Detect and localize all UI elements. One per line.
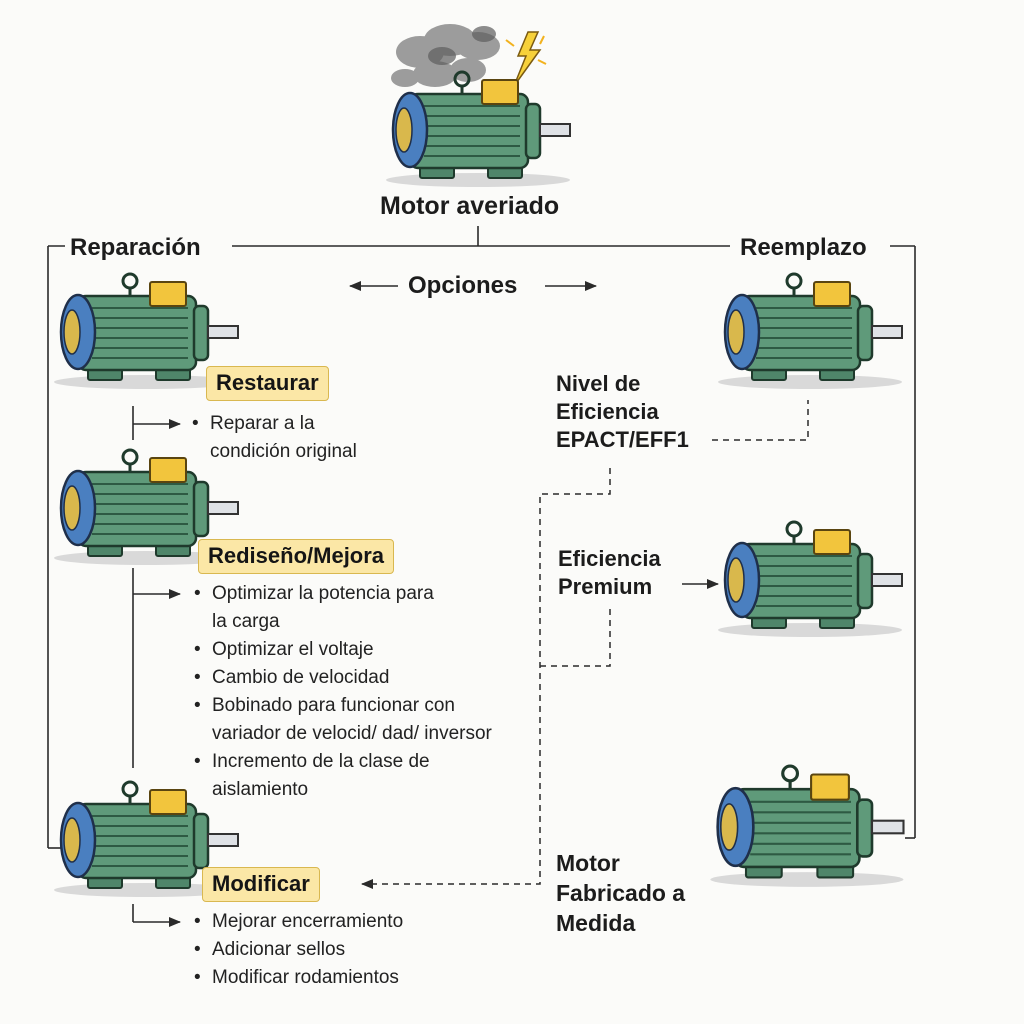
restore-bullets: Reparar a la condición original	[186, 410, 396, 466]
list-item: Adicionar sellos	[188, 936, 488, 964]
list-item: Modificar rodamientos	[188, 964, 488, 992]
custom-motor-label: Motor Fabricado a Medida	[556, 850, 686, 936]
electric-motor-icon	[704, 764, 914, 890]
list-item: Cambio de velocidad	[188, 664, 518, 692]
diagram-title: Motor averiado	[380, 192, 560, 220]
redesign-tag: Rediseño/Mejora	[198, 539, 395, 574]
list-item: Optimizar el voltaje	[188, 636, 518, 664]
broken-motor-icon	[380, 70, 580, 190]
electric-motor-icon	[712, 272, 912, 392]
list-item: Mejorar encerramiento	[188, 908, 488, 936]
restore-tag: Restaurar	[206, 366, 329, 401]
smoke-icon	[391, 24, 500, 87]
replace-heading: Reemplazo	[740, 234, 867, 261]
options-label: Opciones	[408, 272, 518, 299]
electric-motor-icon	[712, 520, 912, 640]
repair-heading: Reparación	[70, 234, 201, 261]
list-item: Optimizar la potencia para la carga	[188, 580, 442, 636]
modify-bullets: Mejorar encerramiento Adicionar sellos M…	[188, 908, 488, 992]
list-item: Incremento de la clase de aislamiento	[188, 748, 462, 804]
list-item: Reparar a la condición original	[186, 410, 396, 466]
efficiency-epact-label: Nivel de Eficiencia EPACT/EFF1	[556, 371, 689, 452]
list-item: Bobinado para funcionar con variador de …	[188, 692, 512, 748]
premium-efficiency-label: Eficiencia Premium	[558, 546, 661, 599]
spark-icon	[505, 31, 547, 87]
redesign-bullets: Optimizar la potencia para la carga Opti…	[188, 580, 518, 804]
modify-tag: Modificar	[202, 867, 320, 902]
